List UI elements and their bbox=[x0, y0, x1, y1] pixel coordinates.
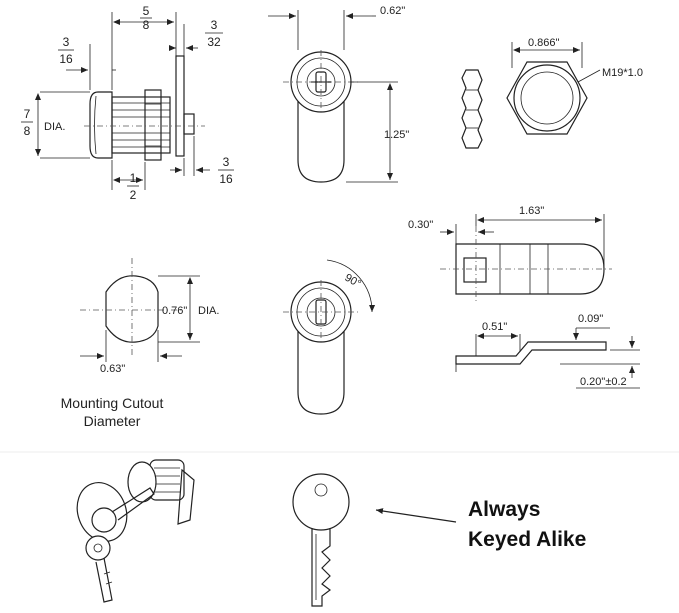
keys-with-lock bbox=[76, 459, 195, 603]
cam-side-view: 0.51" 0.09" 0.20"±0.2 bbox=[455, 313, 640, 389]
head-den: 16 bbox=[59, 52, 73, 66]
thread-lines bbox=[112, 102, 170, 148]
dia-num: 7 bbox=[24, 107, 31, 121]
width-num: 5 bbox=[143, 4, 150, 18]
cam-offset-label: 0.30" bbox=[408, 219, 433, 231]
thread-label: M19*1.0 bbox=[602, 67, 643, 79]
tail-num: 3 bbox=[223, 155, 230, 169]
gap-den: 32 bbox=[207, 35, 221, 49]
nut-width-label: 0.866" bbox=[528, 37, 560, 49]
nut-views: 0.866" M19*1.0 bbox=[461, 37, 643, 149]
gap-num: 3 bbox=[211, 18, 218, 32]
rotation-view-lock: 90° bbox=[283, 259, 376, 415]
callout-arrow bbox=[375, 508, 457, 523]
half-num: 1 bbox=[130, 171, 137, 185]
front-length-label: 1.25" bbox=[384, 129, 409, 141]
cutout-caption-1: Mounting Cutout bbox=[61, 395, 164, 411]
cutout-width-label: 0.63" bbox=[100, 363, 125, 375]
cam-thickness-label: 0.09" bbox=[578, 313, 603, 325]
rotation-angle-label: 90° bbox=[343, 272, 363, 291]
callout-line-1: Always bbox=[468, 498, 540, 521]
cutout-dia-suffix: DIA. bbox=[198, 305, 219, 317]
cutout-dia-label: 0.76" bbox=[162, 305, 187, 317]
tail-den: 16 bbox=[219, 172, 233, 186]
head-num: 3 bbox=[63, 35, 70, 49]
cam-drop-label: 0.20"±0.2 bbox=[580, 376, 627, 388]
dia-den: 8 bbox=[24, 124, 31, 138]
cutout-caption-2: Diameter bbox=[84, 413, 141, 429]
front-width-label: 0.62" bbox=[380, 5, 405, 17]
front-view-lock: 0.62" 1.25" bbox=[268, 5, 409, 183]
mounting-cutout: 0.76" DIA. 0.63" Mounting Cutout Diamete… bbox=[61, 258, 219, 429]
cam-pitch-label: 0.51" bbox=[482, 321, 507, 333]
key-outline bbox=[292, 473, 350, 607]
width-den: 8 bbox=[143, 18, 150, 32]
cam-length-label: 1.63" bbox=[519, 205, 544, 217]
cam-top-view: 0.30" 1.63" bbox=[408, 205, 612, 302]
half-den: 2 bbox=[130, 188, 137, 202]
dia-suffix: DIA. bbox=[44, 121, 65, 133]
callout-line-2: Keyed Alike bbox=[468, 528, 586, 551]
side-view-lock: 5 8 3 32 3 16 7 8 DIA. 1 2 3 16 bbox=[21, 4, 234, 202]
